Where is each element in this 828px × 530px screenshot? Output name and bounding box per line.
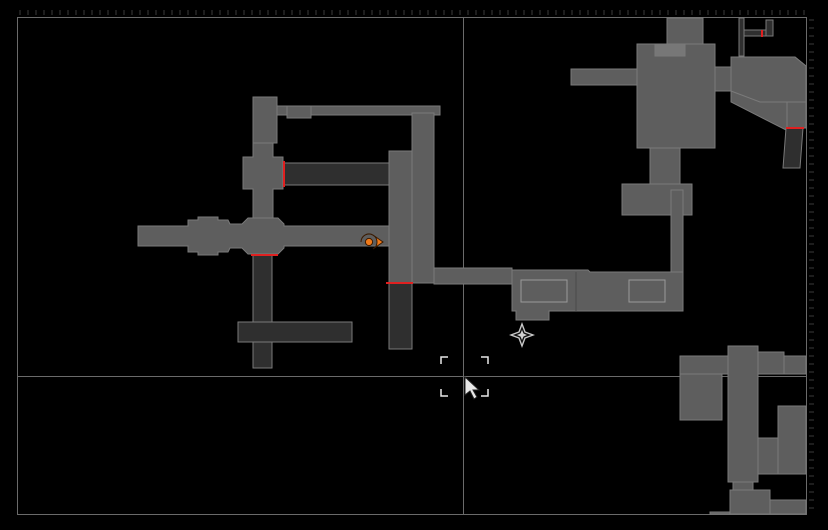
- map-ruler-ticks: [19, 10, 814, 509]
- room[interactable]: [388, 150, 413, 284]
- room[interactable]: [786, 101, 807, 129]
- room-inner[interactable]: [520, 279, 568, 303]
- room-corridor-dark[interactable]: [252, 253, 273, 369]
- room-corridor-dark[interactable]: [765, 19, 774, 37]
- room[interactable]: [570, 68, 638, 86]
- arrow-cursor-icon: [464, 375, 481, 400]
- room-corridor-dark[interactable]: [782, 127, 804, 169]
- room[interactable]: [777, 405, 807, 475]
- room-junction[interactable]: [137, 216, 390, 256]
- room[interactable]: [636, 43, 716, 149]
- room[interactable]: [666, 17, 704, 45]
- room[interactable]: [769, 499, 807, 515]
- room-inner[interactable]: [628, 279, 666, 303]
- room-corridor-dark[interactable]: [237, 321, 353, 343]
- room-cluster-southeast[interactable]: [679, 345, 807, 515]
- room[interactable]: [714, 66, 734, 92]
- selection-reticle-icon: [440, 356, 489, 397]
- room[interactable]: [727, 345, 759, 483]
- room-stairs[interactable]: [654, 43, 686, 57]
- player-location-pin-icon[interactable]: [360, 233, 384, 250]
- room[interactable]: [730, 56, 807, 103]
- locked-doors: [251, 30, 804, 284]
- room-corridor-dark[interactable]: [738, 17, 745, 57]
- room[interactable]: [252, 96, 278, 144]
- room[interactable]: [286, 105, 312, 119]
- room-cluster-west[interactable]: [137, 96, 684, 369]
- room[interactable]: [670, 189, 684, 273]
- map-frame-border: [17, 17, 807, 515]
- room[interactable]: [411, 112, 435, 284]
- room-cluster-northeast[interactable]: [570, 17, 807, 273]
- room-corridor-dark[interactable]: [282, 162, 390, 186]
- room[interactable]: [757, 437, 779, 475]
- room[interactable]: [729, 489, 771, 515]
- room[interactable]: [649, 147, 681, 191]
- room-corridor-dark[interactable]: [388, 282, 413, 350]
- room[interactable]: [276, 105, 441, 116]
- room[interactable]: [709, 511, 731, 515]
- room[interactable]: [433, 267, 513, 285]
- room[interactable]: [757, 351, 785, 375]
- compass-star-icon[interactable]: [509, 322, 535, 348]
